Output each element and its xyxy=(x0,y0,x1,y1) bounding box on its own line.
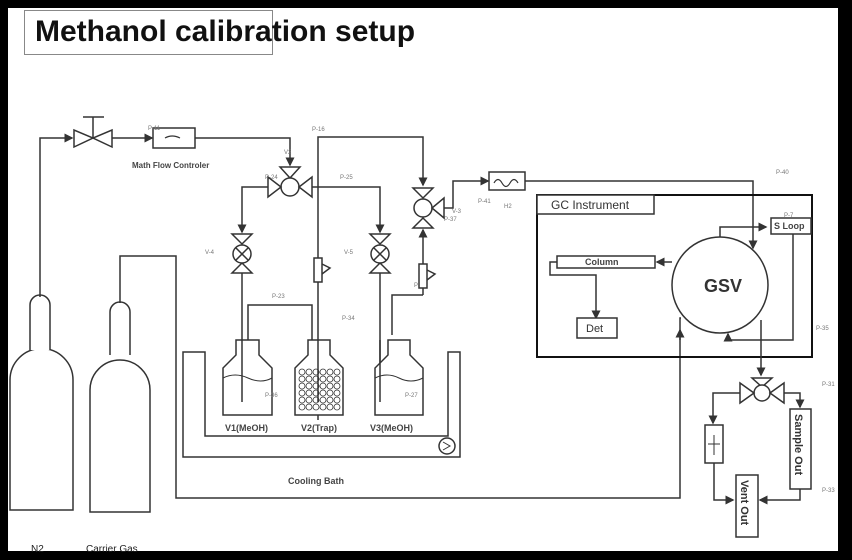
trap-bead xyxy=(312,403,320,411)
valve-label-v5: V-5 xyxy=(344,250,354,256)
pipe-label-p37: P-37 xyxy=(444,217,457,223)
mfc-label: Math Flow Controler xyxy=(132,161,209,170)
title-box: Methanol calibration setup xyxy=(24,10,415,55)
pipe-label-p36: P-36 xyxy=(265,393,278,399)
trap-bead xyxy=(305,396,313,404)
n2-label: N2 xyxy=(31,544,44,555)
trap-bead xyxy=(298,375,306,383)
needle-valve xyxy=(73,116,113,149)
vessel-v1-label: V1(MeOH) xyxy=(225,423,268,433)
four-way-valve-v3 xyxy=(411,187,445,229)
sample-loop-label: S Loop xyxy=(774,221,805,231)
trap-bead xyxy=(326,396,334,404)
pipe-label-p27: P-27 xyxy=(405,393,418,399)
vessel-v3-label: V3(MeOH) xyxy=(370,423,413,433)
trap-bead xyxy=(333,403,341,411)
vessel-v3 xyxy=(374,339,424,416)
carrier-gas-label: Carrier Gas xyxy=(86,544,138,555)
pipe-label-p33: P-33 xyxy=(822,488,835,494)
sample-loop xyxy=(770,217,812,235)
three-way-valve-out xyxy=(739,377,785,405)
pipe-label-p40: P-40 xyxy=(776,170,789,176)
sample-out-label: Sample Out xyxy=(792,414,804,475)
gc-instrument-label: GC Instrument xyxy=(551,198,630,212)
gc-instrument-label-box xyxy=(536,194,655,215)
trap-bead xyxy=(319,382,327,390)
vent-out-box xyxy=(735,474,759,538)
vessel-v1 xyxy=(222,339,273,416)
pipe-label-p: P xyxy=(414,283,418,289)
trap-bead xyxy=(298,382,306,390)
valve-label-v3: V-3 xyxy=(452,209,462,215)
trap-bead xyxy=(326,368,334,376)
cooling-bath-label: Cooling Bath xyxy=(288,476,344,486)
trap-bead xyxy=(326,389,334,397)
pump-icon xyxy=(438,437,456,455)
pipe-label-p11: P-11 xyxy=(148,126,161,132)
check-valve-2 xyxy=(418,263,437,289)
trap-bead xyxy=(333,389,341,397)
heater-label: H2 xyxy=(504,204,512,210)
trap-bead xyxy=(305,389,313,397)
trap-bead xyxy=(319,375,327,383)
cooling-bath xyxy=(182,351,461,458)
pipe-label-p7: P-7 xyxy=(784,213,794,219)
trap-bead xyxy=(333,375,341,383)
trap-bead xyxy=(305,368,313,376)
trap-bead xyxy=(319,403,327,411)
trap-bead xyxy=(305,403,313,411)
pipe-label-p25: P-25 xyxy=(340,175,353,181)
vent-out-label: Vent Out xyxy=(738,480,750,526)
heater-h2 xyxy=(488,171,526,191)
pipe-label-p24: P-24 xyxy=(265,175,278,181)
trap-bead xyxy=(333,396,341,404)
valve-label-v2: V2 xyxy=(284,150,292,156)
valve-v5 xyxy=(368,233,392,274)
pipe-label-p34: P-34 xyxy=(342,316,355,322)
trap-bead xyxy=(326,375,334,383)
trap-bead xyxy=(298,403,306,411)
valve-label-v4: V-4 xyxy=(205,250,215,256)
n2-cylinder xyxy=(9,294,74,511)
check-valve-1 xyxy=(313,257,332,283)
trap-bead xyxy=(298,389,306,397)
gsv-label: GSV xyxy=(704,276,742,296)
trap-bead xyxy=(333,382,341,390)
gc-instrument-box xyxy=(536,194,813,358)
trap-bead xyxy=(305,375,313,383)
trap-bead xyxy=(326,382,334,390)
pipe-label-p35: P-35 xyxy=(816,326,829,332)
page-title: Methanol calibration setup xyxy=(35,15,416,48)
trap-bead xyxy=(326,403,334,411)
pipe-label-p41: P-41 xyxy=(478,199,491,205)
trap-bead xyxy=(305,382,313,390)
carrier-gas-cylinder xyxy=(89,301,151,513)
detector-label: Det xyxy=(586,323,603,335)
column-label: Column xyxy=(585,257,619,267)
vessel-v2-trap xyxy=(294,339,344,416)
trap-bead xyxy=(333,368,341,376)
valve-v4 xyxy=(230,233,254,274)
pipe-n2 xyxy=(39,133,74,297)
three-way-valve-v2 xyxy=(267,166,313,199)
vessel-v2-label: V2(Trap) xyxy=(301,423,337,433)
trap-bead xyxy=(298,396,306,404)
pipe-label-p23: P-23 xyxy=(272,294,285,300)
detector xyxy=(576,317,618,339)
trap-bead xyxy=(298,368,306,376)
trap-bead xyxy=(319,396,327,404)
pipe-label-p16: P-16 xyxy=(312,127,325,133)
pipe-label-p31: P-31 xyxy=(822,382,835,388)
trap-bead xyxy=(319,368,327,376)
trap-bead xyxy=(319,389,327,397)
